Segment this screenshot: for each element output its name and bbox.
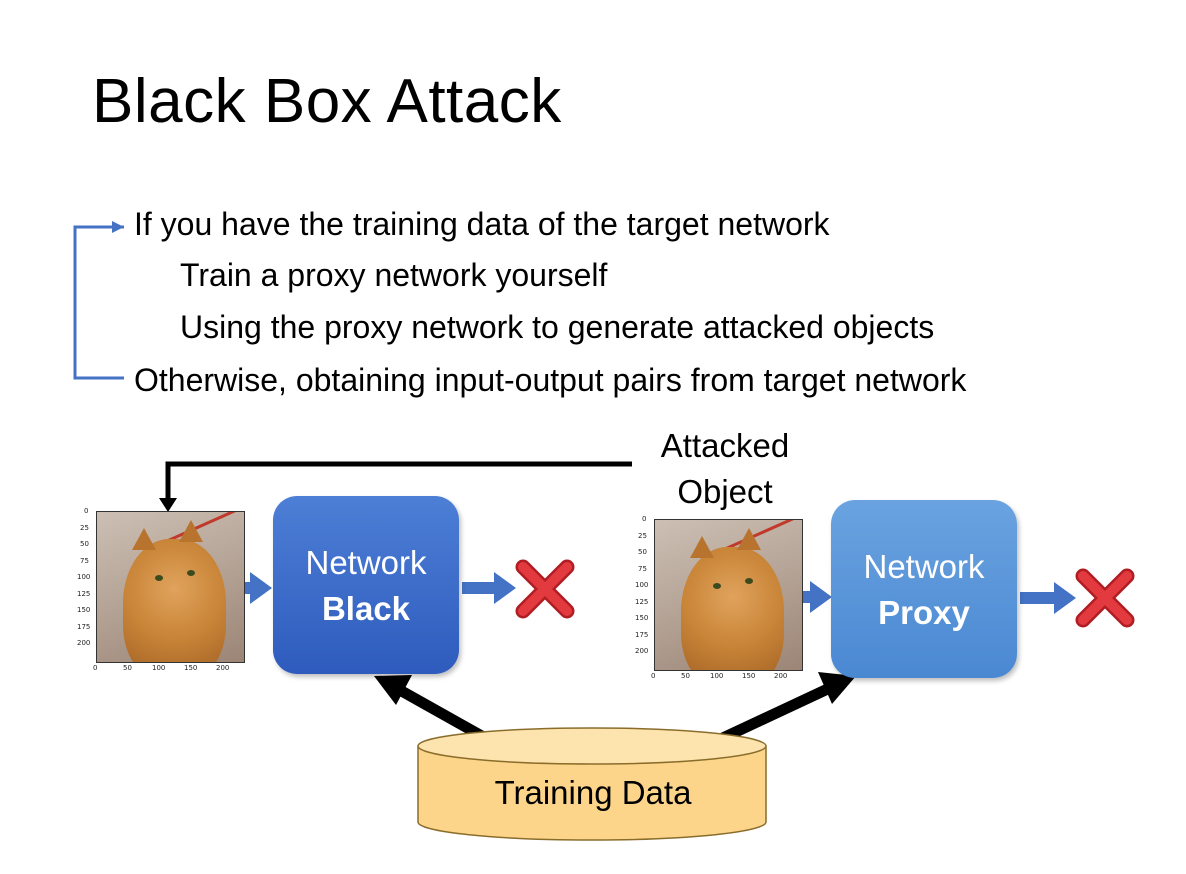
bullet-use-proxy: Using the proxy network to generate atta… (180, 309, 935, 345)
bullet-training-data: If you have the training data of the tar… (134, 206, 830, 242)
y-tick: 50 (638, 548, 647, 556)
bracket-connector (73, 221, 124, 380)
attacked-label-line1: Attacked (660, 427, 790, 464)
input-image-plot: 0 25 50 75 100 125 150 175 200 0 50 100 … (77, 506, 248, 674)
proxy-input-image-plot: 0 25 50 75 100 125 150 175 200 0 50 100 … (635, 514, 806, 682)
cat-image (96, 511, 245, 663)
x-tick: 200 (216, 664, 230, 672)
x-tick: 200 (774, 672, 788, 680)
black-network-name: Black (321, 590, 411, 627)
y-tick: 150 (635, 614, 649, 622)
slide-title: Black Box Attack (92, 67, 562, 136)
x-tick: 50 (123, 664, 132, 672)
x-tick: 150 (184, 664, 198, 672)
red-x-icon (1075, 568, 1135, 628)
right-output-arrow (1020, 582, 1076, 614)
x-tick: 100 (152, 664, 166, 672)
cat-body (681, 547, 785, 670)
red-x-icon (515, 559, 575, 619)
y-tick: 0 (84, 507, 89, 515)
training-data-label: Training Data (494, 774, 692, 811)
cat-body (123, 539, 227, 662)
training-data-database-icon (417, 727, 767, 841)
x-tick: 50 (681, 672, 690, 680)
y-tick: 125 (635, 598, 649, 606)
x-tick: 150 (742, 672, 756, 680)
x-tick: 100 (710, 672, 724, 680)
y-tick: 150 (77, 606, 91, 614)
y-tick: 25 (638, 532, 647, 540)
proxy-network-label: Network (863, 548, 985, 585)
attacked-object-arrow (159, 461, 632, 512)
left-output-arrow (462, 572, 516, 604)
proxy-network-name: Proxy (878, 594, 970, 631)
proxy-network-box: Network Proxy (831, 500, 1017, 678)
down-arrow-icon (159, 498, 177, 512)
y-tick: 100 (635, 581, 649, 589)
y-tick: 200 (635, 647, 649, 655)
y-tick: 75 (638, 565, 647, 573)
y-tick: 175 (77, 623, 91, 631)
x-tick: 0 (93, 664, 98, 672)
cat-image (654, 519, 803, 671)
x-tick: 0 (651, 672, 656, 680)
y-tick: 50 (80, 540, 89, 548)
y-tick: 175 (635, 631, 649, 639)
black-network-box: Network Black (273, 496, 459, 674)
y-tick: 25 (80, 524, 89, 532)
y-tick: 125 (77, 590, 91, 598)
y-tick: 75 (80, 557, 89, 565)
bullet-train-proxy: Train a proxy network yourself (180, 257, 608, 293)
bullet-otherwise: Otherwise, obtaining input-output pairs … (134, 362, 967, 398)
bracket-arrow-icon (112, 221, 124, 233)
attacked-object-label: Attacked Object (640, 423, 810, 515)
y-tick: 200 (77, 639, 91, 647)
black-network-label: Network (305, 544, 427, 581)
y-tick: 100 (77, 573, 91, 581)
y-tick: 0 (642, 515, 647, 523)
attacked-label-line2: Object (677, 473, 773, 510)
training-to-proxy-arrow (707, 672, 856, 749)
